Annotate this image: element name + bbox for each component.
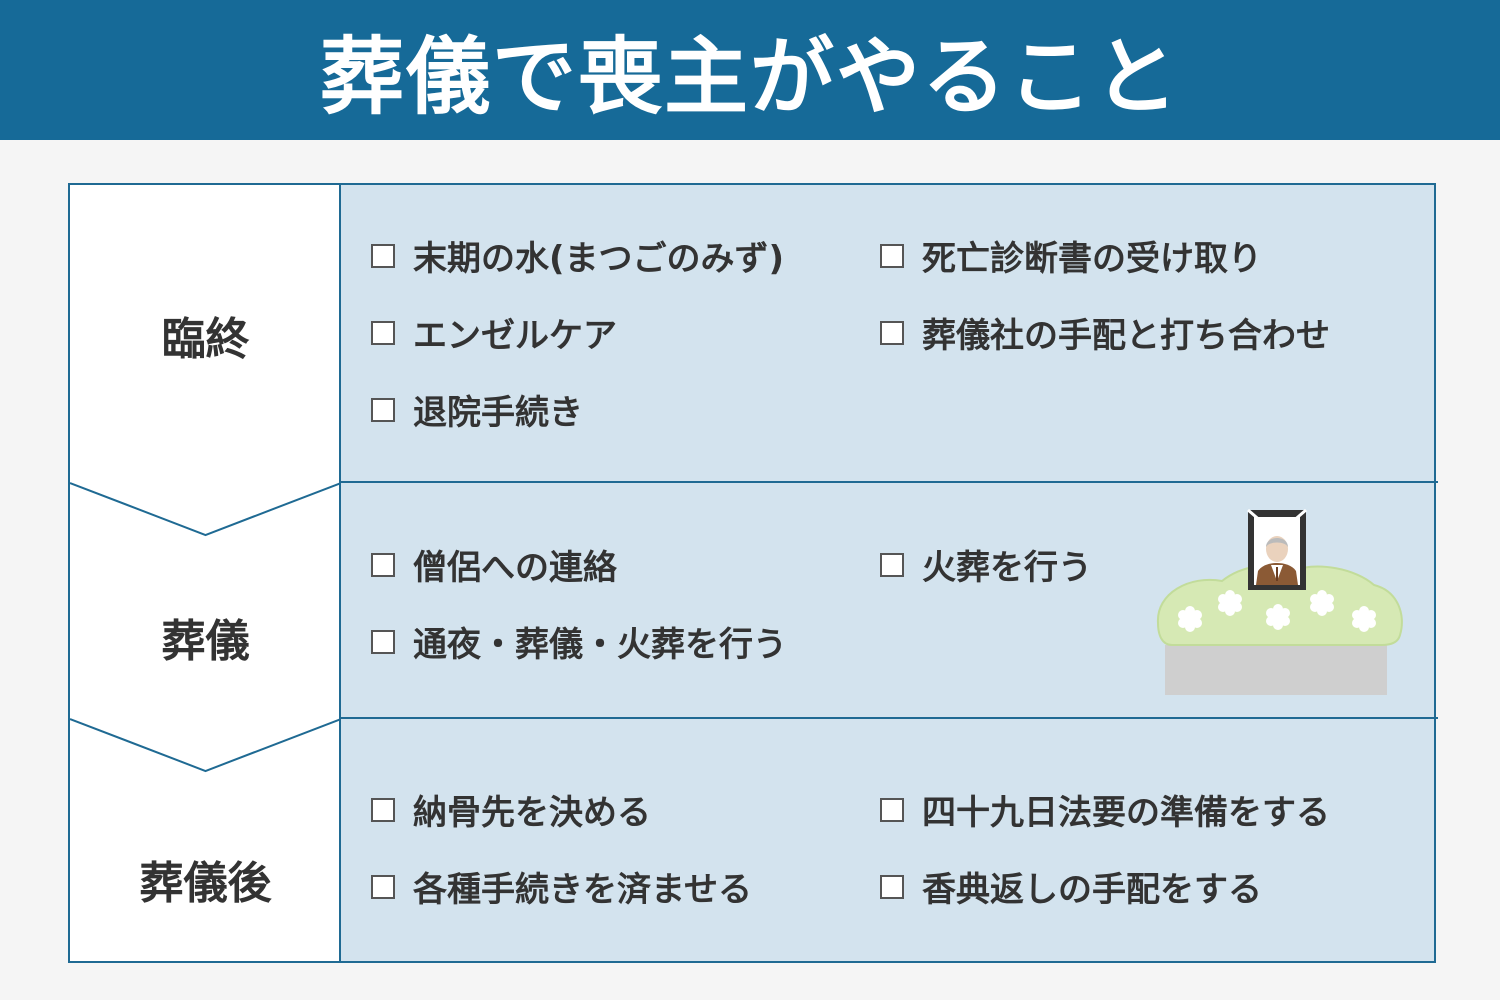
chevron-divider-1 <box>70 482 341 537</box>
row-divider-2 <box>341 717 1438 719</box>
task-item[interactable]: 各種手続きを済ませる <box>371 862 752 911</box>
checkbox-icon[interactable] <box>371 797 395 822</box>
task-item[interactable]: 四十九日法要の準備をする <box>880 785 1330 834</box>
task-item[interactable]: 末期の水(まつごのみず) <box>371 231 784 280</box>
checkbox-icon[interactable] <box>371 397 395 422</box>
task-label: 香典返しの手配をする <box>922 870 1262 910</box>
task-item[interactable]: 葬儀社の手配と打ち合わせ <box>880 308 1330 357</box>
header-banner: 葬儀で喪主がやること <box>0 0 1500 140</box>
task-label: 死亡診断書の受け取り <box>922 239 1262 279</box>
stage-label-sougi: 葬儀 <box>161 616 250 667</box>
task-item[interactable]: 退院手続き <box>371 385 583 434</box>
task-item[interactable]: 香典返しの手配をする <box>880 862 1262 911</box>
checkbox-icon[interactable] <box>371 874 395 899</box>
checkbox-icon[interactable] <box>371 243 395 268</box>
stage-column: 臨終 葬儀 葬儀後 <box>68 183 341 963</box>
checkbox-icon[interactable] <box>371 629 395 654</box>
task-item[interactable]: 納骨先を決める <box>371 785 651 834</box>
task-label: エンゼルケア <box>413 316 617 356</box>
task-label: 納骨先を決める <box>413 793 651 833</box>
task-item[interactable]: 僧侶への連絡 <box>371 540 617 589</box>
task-label: 火葬を行う <box>922 548 1092 588</box>
task-label: 末期の水(まつごのみず) <box>413 239 785 279</box>
checkbox-icon[interactable] <box>880 320 904 345</box>
chevron-divider-2 <box>70 718 341 773</box>
checkbox-icon[interactable] <box>880 797 904 822</box>
funeral-altar-illustration <box>1156 508 1403 695</box>
checkbox-icon[interactable] <box>371 552 395 577</box>
checkbox-icon[interactable] <box>880 243 904 268</box>
page-title: 葬儀で喪主がやること <box>319 27 1180 126</box>
stage-label-rinju: 臨終 <box>161 314 250 365</box>
task-label: 葬儀社の手配と打ち合わせ <box>922 316 1330 356</box>
task-item[interactable]: エンゼルケア <box>371 308 617 357</box>
checkbox-icon[interactable] <box>371 320 395 345</box>
row-divider-1 <box>341 481 1438 483</box>
task-item[interactable]: 火葬を行う <box>880 540 1092 589</box>
task-label: 通夜・葬儀・火葬を行う <box>413 625 787 665</box>
task-label: 四十九日法要の準備をする <box>922 793 1330 833</box>
stage-label-sougigo: 葬儀後 <box>139 858 272 909</box>
task-item[interactable]: 通夜・葬儀・火葬を行う <box>371 617 787 666</box>
task-label: 各種手続きを済ませる <box>413 870 752 910</box>
checkbox-icon[interactable] <box>880 874 904 899</box>
checkbox-icon[interactable] <box>880 552 904 577</box>
task-label: 僧侶への連絡 <box>413 548 617 588</box>
altar-base <box>1165 645 1387 695</box>
task-label: 退院手続き <box>413 393 583 433</box>
portrait-frame <box>1247 508 1307 590</box>
task-item[interactable]: 死亡診断書の受け取り <box>880 231 1262 280</box>
white-flowers <box>1178 590 1376 632</box>
